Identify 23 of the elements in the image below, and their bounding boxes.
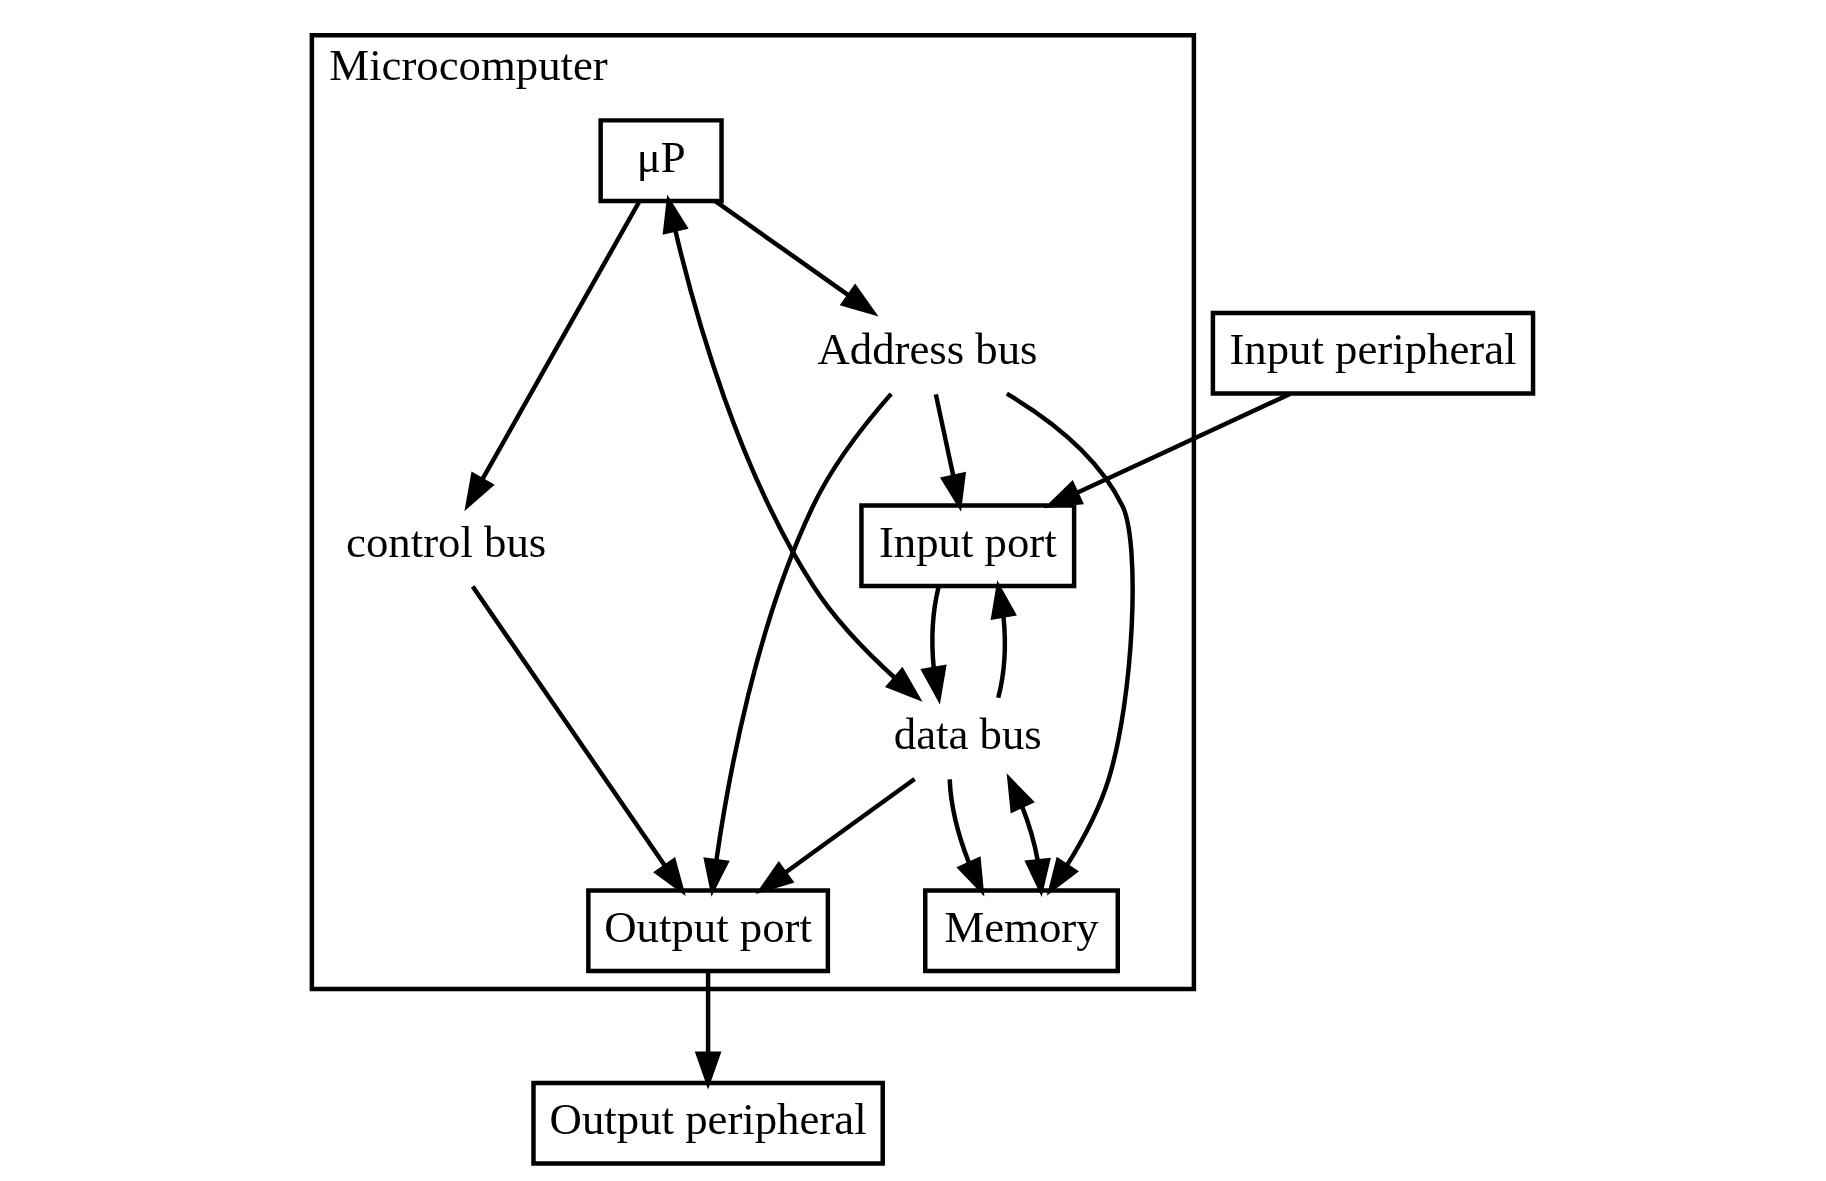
arrow <box>662 194 923 702</box>
node-text: Address bus <box>816 324 1038 375</box>
arrow <box>755 777 916 895</box>
arrow <box>1043 391 1291 509</box>
node-box: Memory <box>922 888 1120 974</box>
arrow <box>702 392 893 897</box>
arrow <box>946 779 984 897</box>
node-box: Output peripheral <box>530 1080 885 1166</box>
node-text: data bus <box>893 709 1042 760</box>
node-text: control bus <box>345 516 546 567</box>
arrow <box>470 585 686 896</box>
node-box: Output port <box>585 888 830 974</box>
arrow <box>694 971 721 1090</box>
node-box: Input peripheral <box>1210 310 1535 396</box>
arrow <box>1005 391 1135 896</box>
node-box: μP <box>597 118 724 204</box>
arrow <box>463 200 641 512</box>
arrow <box>919 586 947 705</box>
node-box: Input port <box>858 503 1076 589</box>
arrow <box>713 199 879 317</box>
arrow <box>933 393 966 512</box>
arrow <box>990 580 1017 699</box>
arrow <box>1006 773 1051 897</box>
